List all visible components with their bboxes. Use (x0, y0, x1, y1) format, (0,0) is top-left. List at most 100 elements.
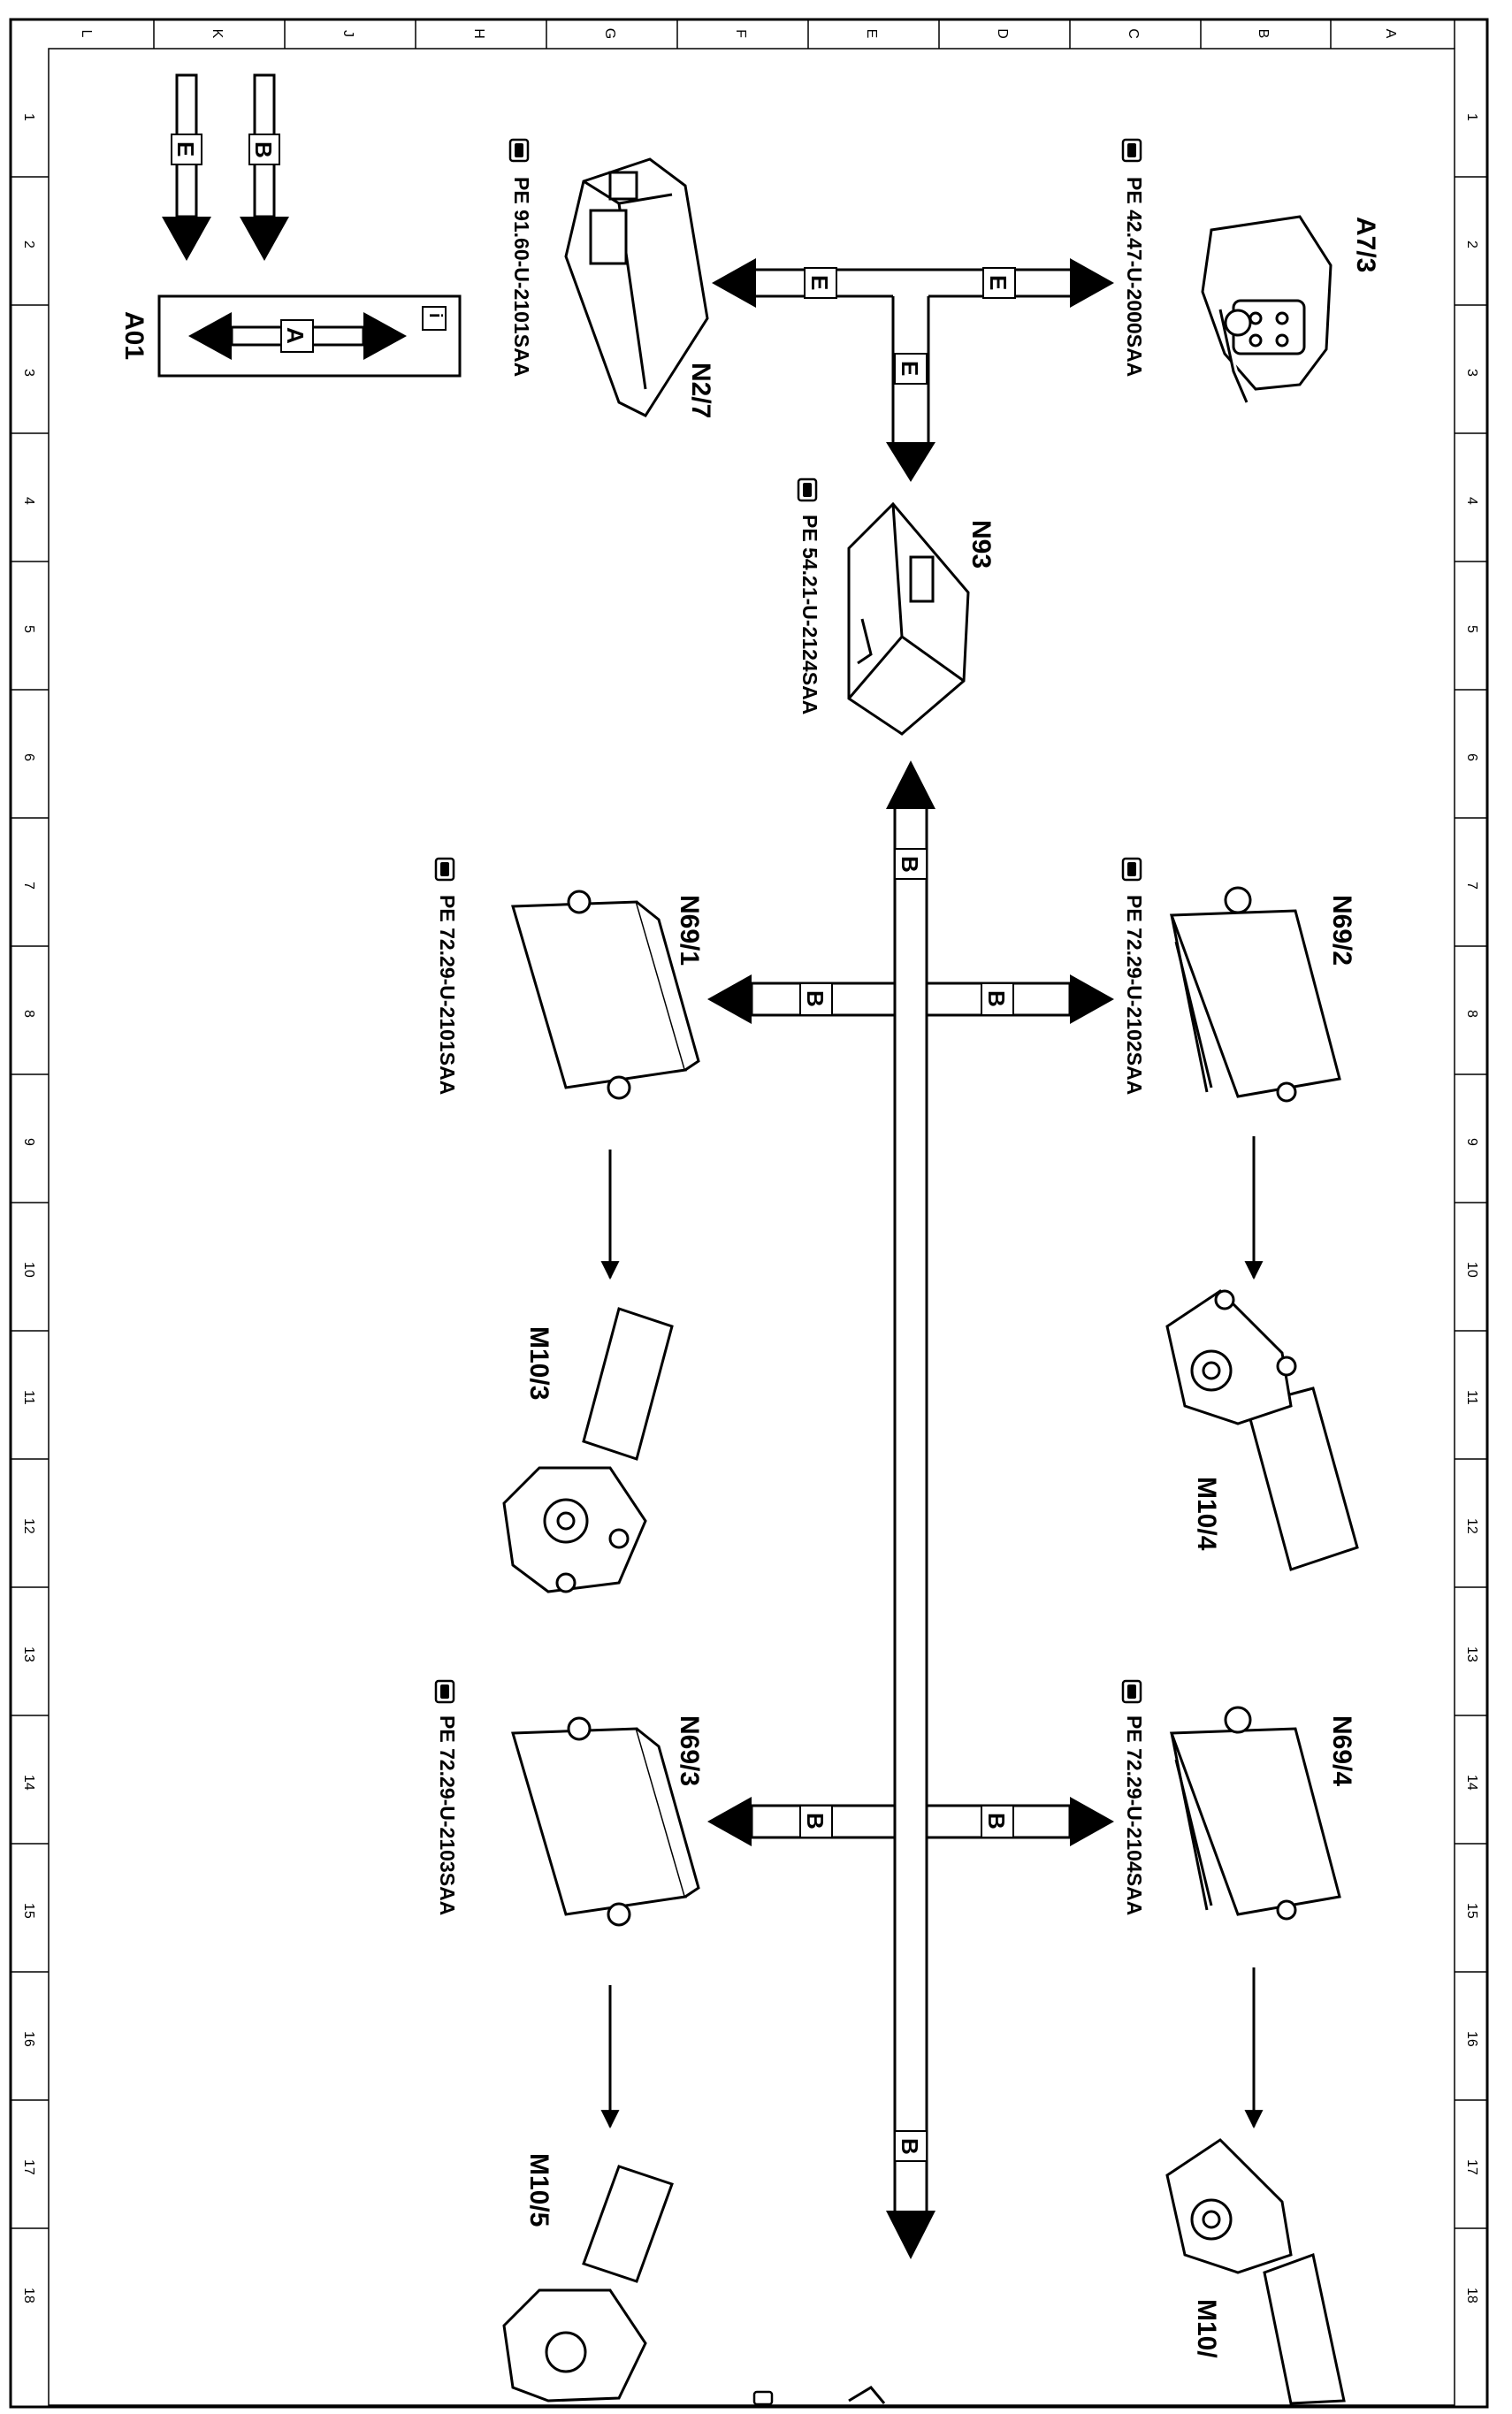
row-label-13-left: 13 (21, 1646, 36, 1662)
row-label-12-left: 12 (21, 1518, 36, 1534)
bus-tag-b-left-1-label: B (802, 990, 829, 1007)
bus-tag-b-left-2-label: B (802, 1813, 829, 1830)
component-a7-3-drawing (1201, 215, 1333, 403)
col-label-k: K (210, 29, 225, 39)
component-m10-5-id: M10/5 (524, 2153, 554, 2227)
component-m10-4-id: M10/4 (1192, 1477, 1221, 1551)
bus-tag-e-right-label: E (985, 275, 1012, 290)
row-label-8-left: 8 (21, 1010, 36, 1018)
component-labels: A7/3 PE 42.47-U-2000SAA N2/7 PE 91.60-U-… (436, 177, 1380, 2358)
row-label-9-left: 9 (21, 1138, 36, 1146)
component-n69-3-drawing (511, 1716, 700, 1927)
bus-tag-b-left-1: B (799, 982, 833, 1016)
component-a7-3-id: A7/3 (1351, 217, 1380, 272)
component-a7-3-ref: PE 42.47-U-2000SAA (1123, 177, 1146, 377)
component-n69-4-ref: PE 72.29-U-2104SAA (1123, 1715, 1146, 1915)
bus-network (756, 268, 1070, 2211)
row-label-7-left: 7 (21, 882, 36, 890)
component-n2-7-ref: PE 91.60-U-2101SAA (510, 177, 533, 377)
component-m10-3-id: M10/3 (524, 1326, 554, 1400)
row-label-texts: 1 1 2 2 3 3 4 4 5 5 6 6 7 7 8 8 9 9 10 1… (21, 113, 1479, 2303)
component-n69-3-ref: PE 72.29-U-2103SAA (436, 1715, 459, 1915)
bus-arrowheads (707, 258, 1114, 2259)
col-label-l: L (79, 30, 94, 38)
row-label-10-right: 10 (1464, 1262, 1479, 1278)
row-label-4-left: 4 (21, 497, 36, 505)
row-label-3-right: 3 (1464, 369, 1479, 377)
legend-bus-e-label: E (172, 141, 199, 157)
legend-bus-b-arrow: B (240, 73, 289, 261)
pointing-hand-icon (797, 477, 818, 502)
row-label-1-right: 1 (1464, 113, 1479, 121)
component-n69-2-drawing (1169, 886, 1341, 1103)
row-label-5-left: 5 (21, 625, 36, 633)
row-label-1-left: 1 (21, 113, 36, 121)
legend-bus-a-label: A (282, 327, 309, 344)
col-label-j: J (340, 30, 355, 37)
bus-tag-b-trunk-top-label: B (897, 856, 923, 873)
component-n69-3-id: N69/3 (675, 1715, 704, 1786)
pointing-hand-icon (434, 857, 455, 882)
component-m10-5-drawing (502, 2165, 674, 2403)
col-label-g: G (602, 28, 617, 39)
row-label-14-right: 14 (1464, 1775, 1479, 1791)
pointing-hand-icon (508, 138, 530, 163)
legend-bus-b-label: B (250, 141, 277, 158)
component-m10-4-drawing (1165, 1289, 1359, 1571)
row-label-4-right: 4 (1464, 497, 1479, 505)
row-label-17-right: 17 (1464, 2159, 1479, 2175)
row-labels (11, 176, 1487, 2229)
bus-branches (750, 982, 1072, 1839)
bus-tag-b-trunk-bottom-label: B (897, 2138, 923, 2155)
bus-tag-b-trunk-top: B (894, 848, 928, 880)
row-label-11-left: 11 (21, 1390, 36, 1405)
row-label-9-right: 9 (1464, 1138, 1479, 1146)
row-label-14-left: 14 (21, 1775, 36, 1791)
col-label-c: C (1126, 28, 1141, 39)
component-n69-1-drawing (511, 890, 700, 1100)
bus-tag-e-down: E (894, 353, 928, 385)
row-label-5-right: 5 (1464, 625, 1479, 633)
bus-tags: E E E B B B B B (799, 267, 1016, 2162)
pointing-hand-icon (1121, 1679, 1142, 1704)
col-label-a: A (1383, 29, 1398, 39)
bus-tag-b-right-2-label: B (983, 1813, 1010, 1830)
column-labels: A B C D E F G H J K L (79, 19, 1398, 49)
row-label-11-right: 11 (1464, 1390, 1479, 1405)
row-label-13-right: 13 (1464, 1646, 1479, 1662)
bus-tag-e-left: E (804, 267, 837, 299)
col-label-b: B (1256, 29, 1271, 39)
col-label-e: E (864, 29, 879, 39)
bus-tag-e-down-label: E (897, 361, 923, 376)
component-n93-ref: PE 54.21-U-2124SAA (798, 515, 821, 714)
pointing-hand-icon (1121, 138, 1142, 163)
drawing-frame (9, 18, 1489, 2409)
bus-tag-e-right: E (982, 267, 1016, 299)
row-label-2-right: 2 (1464, 241, 1479, 248)
component-n69-4-id: N69/4 (1327, 1715, 1356, 1786)
row-label-18-left: 18 (21, 2288, 36, 2303)
row-label-16-right: 16 (1464, 2031, 1479, 2047)
col-label-d: D (995, 28, 1010, 39)
row-label-12-right: 12 (1464, 1518, 1479, 1534)
row-label-7-right: 7 (1464, 882, 1479, 890)
row-label-15-right: 15 (1464, 1903, 1479, 1919)
pointing-hand-icon (434, 1679, 455, 1704)
bus-tag-b-right-2: B (981, 1805, 1014, 1838)
legend: E B A i A01 (119, 73, 462, 378)
row-label-16-left: 16 (21, 2031, 36, 2047)
legend-bus-e-arrow: E (162, 73, 211, 261)
bus-tag-e-left-label: E (806, 275, 833, 290)
component-n2-7-drawing (564, 157, 709, 417)
bus-tag-b-right-1-label: B (983, 990, 1010, 1007)
info-icon: i (425, 313, 445, 318)
bus-tag-b-left-2: B (799, 1805, 833, 1838)
component-n69-2-id: N69/2 (1327, 895, 1356, 966)
row-label-17-left: 17 (21, 2159, 36, 2175)
bus-tag-b-right-1: B (981, 982, 1014, 1016)
pointing-hand-icon (752, 2390, 774, 2406)
row-label-15-left: 15 (21, 1903, 36, 1919)
component-n69-2-ref: PE 72.29-U-2102SAA (1123, 895, 1146, 1095)
row-label-6-left: 6 (21, 753, 36, 761)
pointing-hand-icon (1121, 857, 1142, 882)
